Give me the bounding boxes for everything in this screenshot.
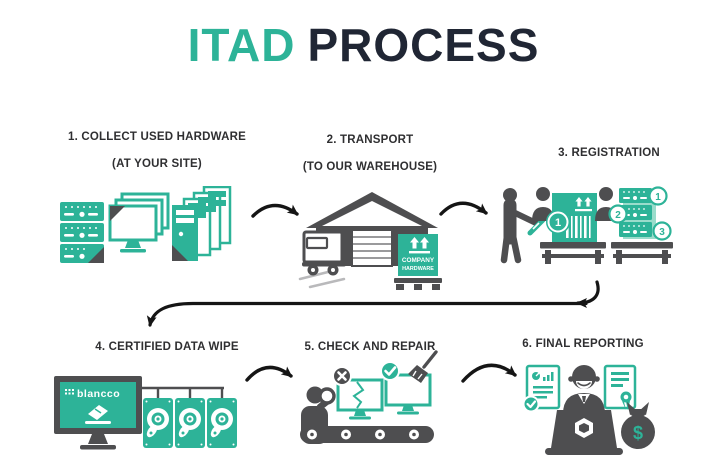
- road-lines: [298, 269, 346, 289]
- box-label-line2: HARDWARE: [402, 266, 434, 272]
- step-3-label: 3. REGISTRATION: [558, 147, 660, 159]
- scanned-box-icon: 1: [546, 193, 597, 242]
- laptop-icon: [545, 410, 623, 455]
- wipe-monitor-icon: blancco: [54, 376, 142, 450]
- registration-table-right: [611, 242, 673, 264]
- arrow-step3-to-step4: [146, 301, 588, 327]
- arrow-step1-to-step2: [251, 203, 299, 218]
- numbered-badges: 1 2 3: [608, 186, 672, 241]
- step-4-icon-data-wipe: blancco: [54, 376, 237, 450]
- arrow-step5-to-step6: [461, 363, 517, 383]
- step-2-icon-transport: COMPANY HARDWARE: [298, 192, 442, 290]
- wipe-software-name: blancco: [77, 388, 120, 400]
- arrow-step3-hook: [576, 280, 600, 308]
- badge-3: 3: [659, 227, 665, 238]
- report-document-icon: [522, 364, 561, 413]
- broken-monitor-icon: [332, 366, 384, 420]
- arrow-step4-to-step5: [245, 365, 293, 382]
- step-5-label: 5. CHECK AND REPAIR: [304, 341, 436, 353]
- step-2-label: 2. TRANSPORT: [326, 134, 414, 146]
- grid-glyph: [65, 389, 74, 395]
- step-6-icon-final-reporting: $: [522, 364, 655, 455]
- registered-server-stack-icon: 1 2 3: [608, 186, 672, 241]
- box-label-line1: COMPANY: [402, 257, 435, 264]
- hard-drive-icons: [143, 398, 237, 448]
- company-hardware-box-icon: COMPANY HARDWARE: [398, 234, 438, 276]
- folded-corner: [88, 247, 104, 263]
- dollar-symbol: $: [633, 423, 643, 443]
- cable-lines: [142, 386, 224, 398]
- folded-corner: [110, 206, 125, 221]
- crack-glyph: [352, 381, 365, 409]
- server-rack-icon: [60, 202, 104, 263]
- step-1-label: 1. COLLECT USED HARDWARE: [68, 131, 246, 143]
- step-6-label: 6. FINAL REPORTING: [522, 338, 644, 350]
- arrow-step2-to-step3: [439, 201, 488, 216]
- operator-person-icon: [500, 188, 546, 264]
- money-bag-icon: $: [621, 402, 655, 449]
- badge-box-number: 1: [555, 217, 561, 229]
- step-4-label: 4. CERTIFIED DATA WIPE: [95, 341, 239, 353]
- conveyor-belt-icon: [300, 426, 434, 443]
- truck-icon: [302, 230, 346, 276]
- step-5-icon-check-repair: [300, 350, 438, 444]
- approved-badge: [522, 395, 540, 413]
- repaired-monitor-icon: [380, 350, 438, 415]
- magnifier-icon: [318, 387, 336, 405]
- broom-icon: [408, 350, 438, 383]
- registration-table-left: [540, 242, 606, 264]
- badge-2: 2: [615, 210, 621, 221]
- title-highlight: ITAD: [187, 19, 296, 71]
- pallet-icon: [394, 278, 442, 290]
- monitors-stack-icon: [108, 192, 170, 253]
- badge-1: 1: [655, 192, 661, 203]
- step-2-sublabel: (TO OUR WAREHOUSE): [302, 161, 438, 173]
- step-1-sublabel: (AT YOUR SITE): [112, 158, 202, 170]
- pc-towers-icon: [172, 186, 232, 261]
- step-3-icon-registration: 1 1 2: [500, 186, 673, 264]
- pass-badge: [380, 361, 400, 381]
- accountant-person-icon: [563, 365, 605, 414]
- step-1-icon-used-hardware: [60, 186, 232, 263]
- folded-corner: [172, 245, 188, 261]
- certificate-document-icon: [603, 364, 637, 410]
- title-rest: PROCESS: [307, 19, 540, 71]
- eraser-glyph: [85, 405, 111, 424]
